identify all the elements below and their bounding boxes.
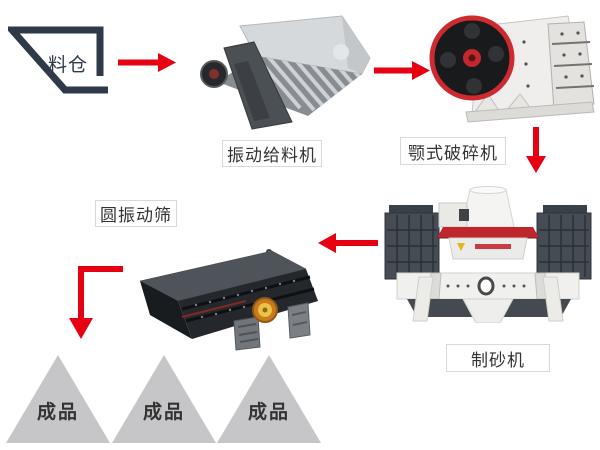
jaw-crusher-label-text: 颚式破碎机 [408, 143, 498, 163]
hopper-icon [4, 26, 108, 94]
product-label: 成品 [142, 402, 185, 423]
silo-node: 料仓 [4, 26, 112, 98]
jaw-crusher-image [428, 2, 600, 134]
circular-vibrating-screen-image [136, 245, 322, 351]
flow-arrow-elbow-down [69, 266, 123, 339]
jaw-crusher-label: 颚式破碎机 [400, 137, 506, 165]
flow-arrow-right-2 [374, 61, 430, 80]
product-triangle-icon [217, 355, 321, 443]
product-triangle-icon [112, 355, 216, 443]
product-pile-2: 成品 [112, 355, 216, 443]
sand-maker-label-text: 制砂机 [471, 350, 525, 370]
flow-arrow-down-1 [526, 127, 546, 173]
silo-label: 料仓 [48, 55, 89, 76]
product-label: 成品 [247, 402, 290, 423]
flow-arrow-right-1 [118, 53, 176, 72]
sand-making-machine-image [383, 185, 593, 323]
sand-maker-label: 制砂机 [446, 344, 550, 372]
feeder-label: 振动给料机 [222, 140, 322, 167]
product-pile-1: 成品 [6, 355, 110, 443]
vibrating-feeder-image [190, 12, 378, 138]
feeder-label-text: 振动给料机 [227, 146, 317, 165]
screen-label-text: 圆振动筛 [100, 206, 172, 225]
screen-label: 圆振动筛 [95, 200, 177, 227]
product-pile-3: 成品 [216, 355, 322, 443]
flow-arrow-left-1 [318, 233, 378, 253]
product-triangle-icon [6, 355, 110, 443]
product-label: 成品 [36, 402, 79, 423]
